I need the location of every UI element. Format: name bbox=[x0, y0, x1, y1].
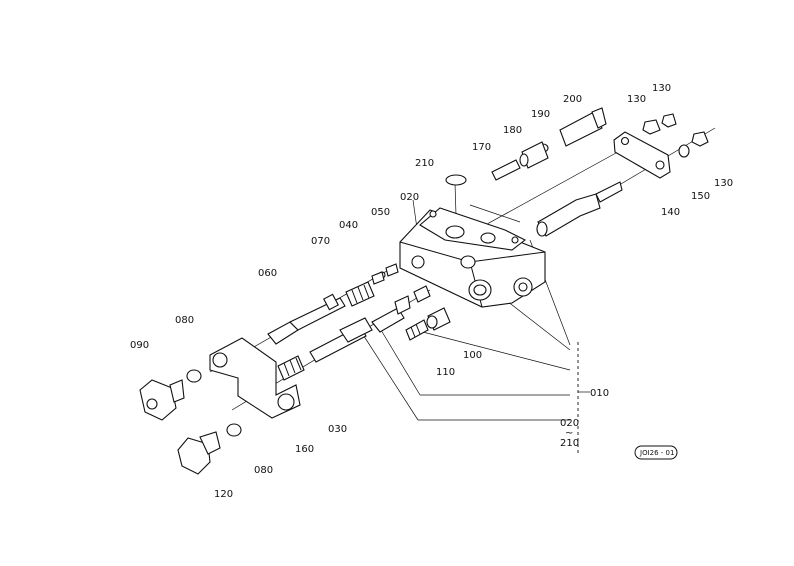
callout-180: 180 bbox=[503, 125, 522, 136]
callout-020-top: 020 bbox=[400, 192, 419, 203]
pilot-shaft bbox=[536, 181, 623, 237]
spring-030 bbox=[277, 355, 305, 381]
callout-080-top: 080 bbox=[175, 315, 194, 326]
poppet-100 bbox=[426, 307, 451, 331]
parts-040-050 bbox=[371, 263, 431, 303]
callout-tilde: ~ bbox=[565, 428, 573, 439]
callout-170: 170 bbox=[472, 142, 491, 153]
callout-070: 070 bbox=[311, 236, 330, 247]
callout-130-c: 130 bbox=[714, 178, 733, 189]
callout-050: 050 bbox=[371, 207, 390, 218]
callout-210-bottom: 210 bbox=[560, 438, 579, 449]
callout-060: 060 bbox=[258, 268, 277, 279]
callout-160: 160 bbox=[295, 444, 314, 455]
spool-060 bbox=[267, 293, 346, 345]
spring-110 bbox=[405, 319, 429, 341]
plug-120 bbox=[177, 431, 221, 475]
callout-020-bottom: 020 bbox=[560, 418, 579, 429]
callout-010: 010 bbox=[590, 388, 609, 399]
poppet-shaft bbox=[309, 295, 411, 363]
callout-150: 150 bbox=[691, 191, 710, 202]
callout-080-bottom: 080 bbox=[254, 465, 273, 476]
relief-valve-parts bbox=[491, 107, 607, 181]
figure-code-badge: JOI26 - 01 bbox=[634, 445, 678, 460]
callout-090: 090 bbox=[130, 340, 149, 351]
callout-190: 190 bbox=[531, 109, 550, 120]
cover-plate bbox=[613, 131, 671, 179]
plug-090 bbox=[139, 379, 185, 421]
callout-110: 110 bbox=[436, 367, 455, 378]
callout-030: 030 bbox=[328, 424, 347, 435]
callout-040: 040 bbox=[339, 220, 358, 231]
callout-130-a: 130 bbox=[627, 94, 646, 105]
callout-100: 100 bbox=[463, 350, 482, 361]
bracket-part bbox=[209, 337, 301, 419]
callout-200: 200 bbox=[563, 94, 582, 105]
callout-130-b: 130 bbox=[652, 83, 671, 94]
nuts-130-150 bbox=[642, 113, 709, 147]
valve-body bbox=[399, 207, 546, 308]
callouts: 010 020 020 ~ 210 030 040 050 060 070 08… bbox=[130, 83, 733, 500]
callout-140: 140 bbox=[661, 207, 680, 218]
callout-210-top: 210 bbox=[415, 158, 434, 169]
callout-120: 120 bbox=[214, 489, 233, 500]
figure-code-text: JOI26 - 01 bbox=[639, 449, 674, 457]
spring-070 bbox=[345, 281, 375, 307]
